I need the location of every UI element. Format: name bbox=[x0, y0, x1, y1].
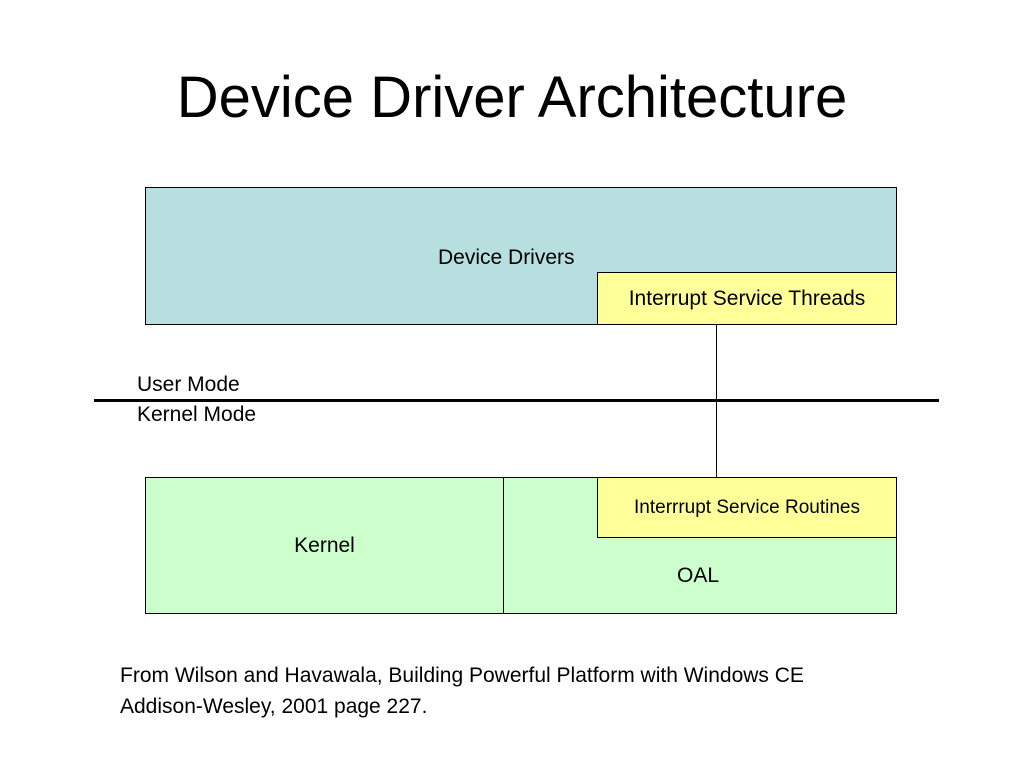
interrupt-service-routines-label: Interrrupt Service Routines bbox=[634, 496, 860, 518]
citation-line-2: Addison-Wesley, 2001 page 227. bbox=[120, 695, 428, 718]
user-kernel-mode-boundary bbox=[94, 399, 939, 402]
oal-label: OAL bbox=[677, 564, 720, 587]
source-citation: From Wilson and Havawala, Building Power… bbox=[120, 660, 804, 722]
citation-line-1: From Wilson and Havawala, Building Power… bbox=[120, 664, 804, 687]
kernel-label: Kernel bbox=[294, 533, 355, 557]
device-drivers-label: Device Drivers bbox=[438, 246, 575, 269]
interrupt-service-threads-box: Interrupt Service Threads bbox=[597, 272, 897, 325]
slide-title: Device Driver Architecture bbox=[176, 65, 848, 130]
interrupt-service-threads-label: Interrupt Service Threads bbox=[628, 286, 866, 310]
user-mode-label: User Mode bbox=[137, 373, 240, 396]
interrupt-service-routines-box: Interrrupt Service Routines bbox=[597, 477, 897, 538]
device-drivers-box: Device Drivers bbox=[145, 187, 897, 325]
kernel-mode-label: Kernel Mode bbox=[137, 403, 257, 426]
kernel-box: Kernel bbox=[145, 477, 504, 614]
